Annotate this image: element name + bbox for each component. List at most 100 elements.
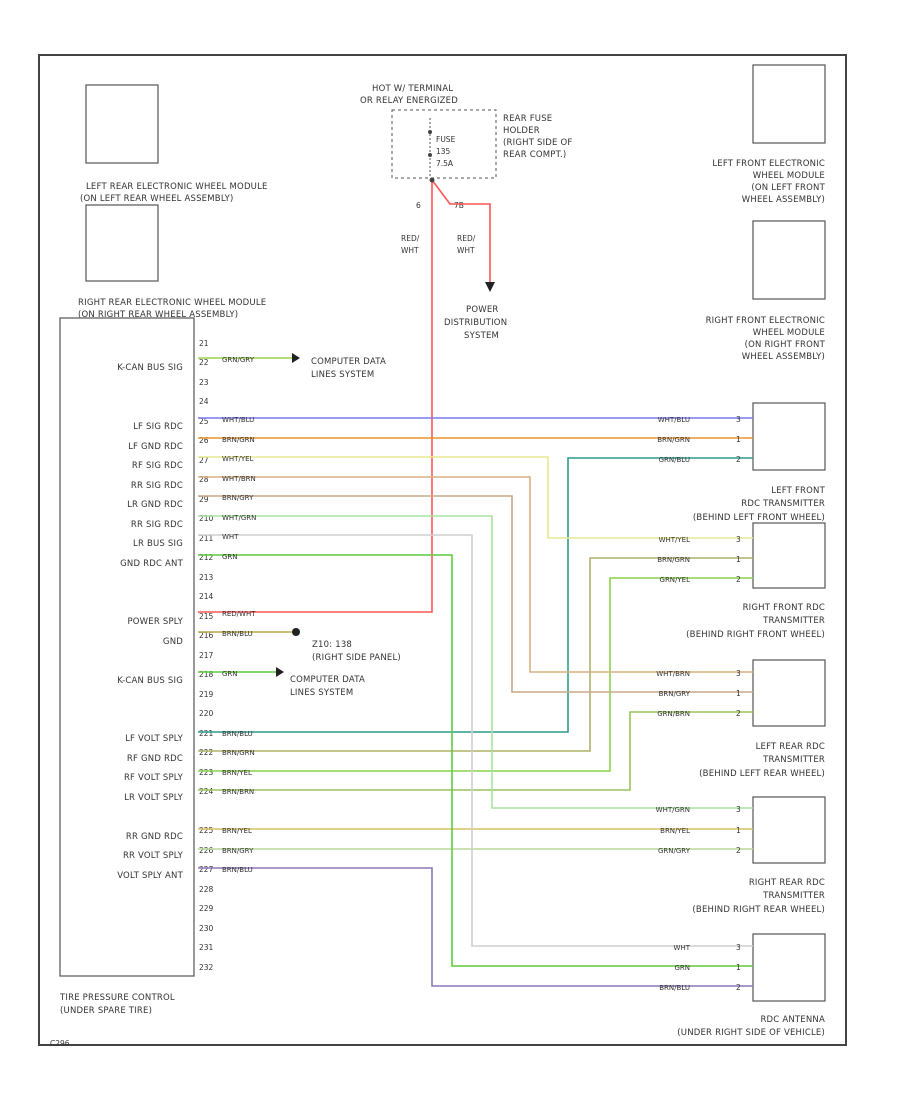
wire-power-red-right	[431, 179, 491, 282]
pin-number: 211	[199, 534, 214, 543]
fuse-holder-line1: REAR FUSE	[503, 114, 552, 124]
wire-color-label: BRN/BLU	[222, 866, 253, 874]
ref-ground-line1: Z10: 138	[312, 640, 352, 650]
wire-color-label: GRN/BLU	[659, 456, 690, 464]
pin-number: 225	[199, 826, 214, 835]
pin-label-gnd: GND	[163, 637, 183, 647]
fuse-node-bottom	[428, 153, 432, 157]
connector-pin: 2	[736, 846, 741, 855]
wire-color-label: WHT/BLU	[658, 416, 690, 424]
wire-label-redwht-b1: RED/	[457, 234, 476, 243]
right-rear-module-line2: (ON RIGHT REAR WHEEL ASSEMBLY)	[78, 310, 238, 320]
left-rear-transmitter-box	[752, 659, 826, 727]
left-rear-module-line2: (ON LEFT REAR WHEEL ASSEMBLY)	[80, 194, 234, 204]
pin-number: 230	[199, 924, 214, 933]
lf-transmitter-line1: LEFT FRONT	[771, 486, 825, 496]
connector-pin: 1	[736, 826, 741, 835]
wire-rf-volt	[198, 577, 753, 772]
right-front-module-line1: RIGHT FRONT ELECTRONIC	[706, 316, 825, 326]
wire-color-label: BRN/GRN	[657, 556, 690, 564]
connector-pin: 3	[736, 805, 741, 814]
ground-point-icon	[292, 628, 300, 636]
controller-pin-numbers: 21 22 23 24 25 26 27 28 29 210 211 212 2…	[199, 339, 214, 972]
rr-transmitter-line1: RIGHT REAR RDC	[749, 878, 825, 888]
wire-lf-volt	[198, 457, 753, 733]
wire-color-label: BRN/GRN	[657, 436, 690, 444]
wire-color-label: BRN/GRY	[222, 494, 254, 502]
connector-pin: 2	[736, 983, 741, 992]
pin-number: 212	[199, 553, 214, 562]
wire-color-label: BRN/BRN	[222, 788, 254, 796]
pin-number: 28	[199, 475, 209, 484]
rf-transmitter-line1: RIGHT FRONT RDC	[743, 603, 825, 613]
connector-pin-numbers: 3 1 2 3 1 2 3 1 2 3 1 2 3 1 2	[736, 415, 741, 992]
hot-terminal-label: HOT W/ TERMINAL	[372, 84, 453, 94]
right-rear-wheel-module-box	[85, 204, 159, 282]
left-front-module-line4: WHEEL ASSEMBLY)	[742, 195, 825, 205]
lr-transmitter-line3: (BEHIND LEFT REAR WHEEL)	[699, 769, 825, 779]
rr-transmitter-line2: TRANSMITTER	[762, 891, 825, 901]
arrow-computer-data-2	[276, 667, 284, 677]
pin-label-rr-sig-a: RR SIG RDC	[131, 481, 183, 491]
wire-color-label: WHT/GRN	[222, 514, 256, 522]
pin-number: 228	[199, 885, 214, 894]
fuse-pin-left: 6	[416, 201, 421, 210]
ref-ground-line2: (RIGHT SIDE PANEL)	[312, 653, 401, 663]
pin-number: 210	[199, 514, 214, 523]
right-front-transmitter-box	[752, 522, 826, 589]
connector-pin: 1	[736, 555, 741, 564]
wire-lr-sig	[198, 476, 753, 673]
fuse-node-top	[428, 130, 432, 134]
wire-color-label: BRN/BLU	[222, 730, 253, 738]
wire-color-label: WHT	[222, 533, 239, 541]
rf-transmitter-line2: TRANSMITTER	[762, 616, 825, 626]
wire-color-label: GRN/GRY	[222, 356, 255, 364]
rdc-antenna-box	[752, 933, 826, 1002]
pin-label-lf-volt: LF VOLT SPLY	[125, 734, 183, 744]
pin-label-lf-sig: LF SIG RDC	[133, 422, 183, 432]
tire-pressure-control-box	[59, 317, 195, 977]
wire-color-label: BRN/YEL	[222, 827, 252, 835]
left-front-wheel-module-box	[752, 64, 826, 144]
arrow-computer-data-1	[292, 353, 300, 363]
left-front-module-line2: WHEEL MODULE	[753, 171, 825, 181]
arrow-power-dist	[485, 282, 495, 292]
right-rear-transmitter-box	[752, 796, 826, 864]
right-front-module-line4: WHEEL ASSEMBLY)	[742, 352, 825, 362]
wire-color-label: WHT/GRN	[656, 806, 690, 814]
wire-color-label: WHT/YEL	[659, 536, 691, 544]
pin-number: 221	[199, 729, 214, 738]
lf-transmitter-line2: RDC TRANSMITTER	[741, 499, 825, 509]
right-front-module-line3: (ON RIGHT FRONT	[745, 340, 826, 350]
wire-color-label: BRN/BLU	[659, 984, 690, 992]
wire-group	[198, 179, 753, 987]
pin-label-power: POWER SPLY	[127, 617, 183, 627]
lr-transmitter-line2: TRANSMITTER	[762, 755, 825, 765]
pin-number: 213	[199, 573, 214, 582]
pin-label-rr-volt: RR VOLT SPLY	[123, 851, 184, 861]
wire-color-label: WHT	[674, 944, 691, 952]
pin-label-rf-sig: RF SIG RDC	[132, 461, 183, 471]
pin-number: 29	[199, 495, 209, 504]
pin-label-lr-volt: LR VOLT SPLY	[124, 793, 183, 803]
pin-number: 23	[199, 378, 209, 387]
pin-label-volt-ant: VOLT SPLY ANT	[117, 871, 183, 881]
pin-number: 27	[199, 456, 209, 465]
pin-number: 219	[199, 690, 214, 699]
ref-computer-data-1-line2: LINES SYSTEM	[311, 370, 374, 380]
pin-label-kcan-1: K-CAN BUS SIG	[117, 363, 183, 373]
power-dist-line1: POWER	[466, 305, 499, 315]
controller-wire-labels: GRN/GRY WHT/BLU BRN/GRN WHT/YEL WHT/BRN …	[222, 356, 256, 874]
antenna-line2: (UNDER RIGHT SIDE OF VEHICLE)	[677, 1028, 825, 1038]
ref-computer-data-1-line1: COMPUTER DATA	[311, 357, 386, 367]
lf-transmitter-line3: (BEHIND LEFT FRONT WHEEL)	[693, 513, 825, 523]
fuse-label: FUSE	[436, 135, 456, 144]
wire-color-label: GRN/YEL	[660, 576, 691, 584]
pin-number: 216	[199, 631, 214, 640]
pin-number: 222	[199, 748, 214, 757]
wire-color-label: WHT/BLU	[222, 416, 254, 424]
lr-transmitter-line1: LEFT REAR RDC	[756, 742, 825, 752]
wire-rf-gnd	[198, 557, 753, 752]
pin-label-gnd-ant: GND RDC ANT	[120, 559, 183, 569]
controller-name-line1: TIRE PRESSURE CONTROL	[59, 993, 175, 1003]
